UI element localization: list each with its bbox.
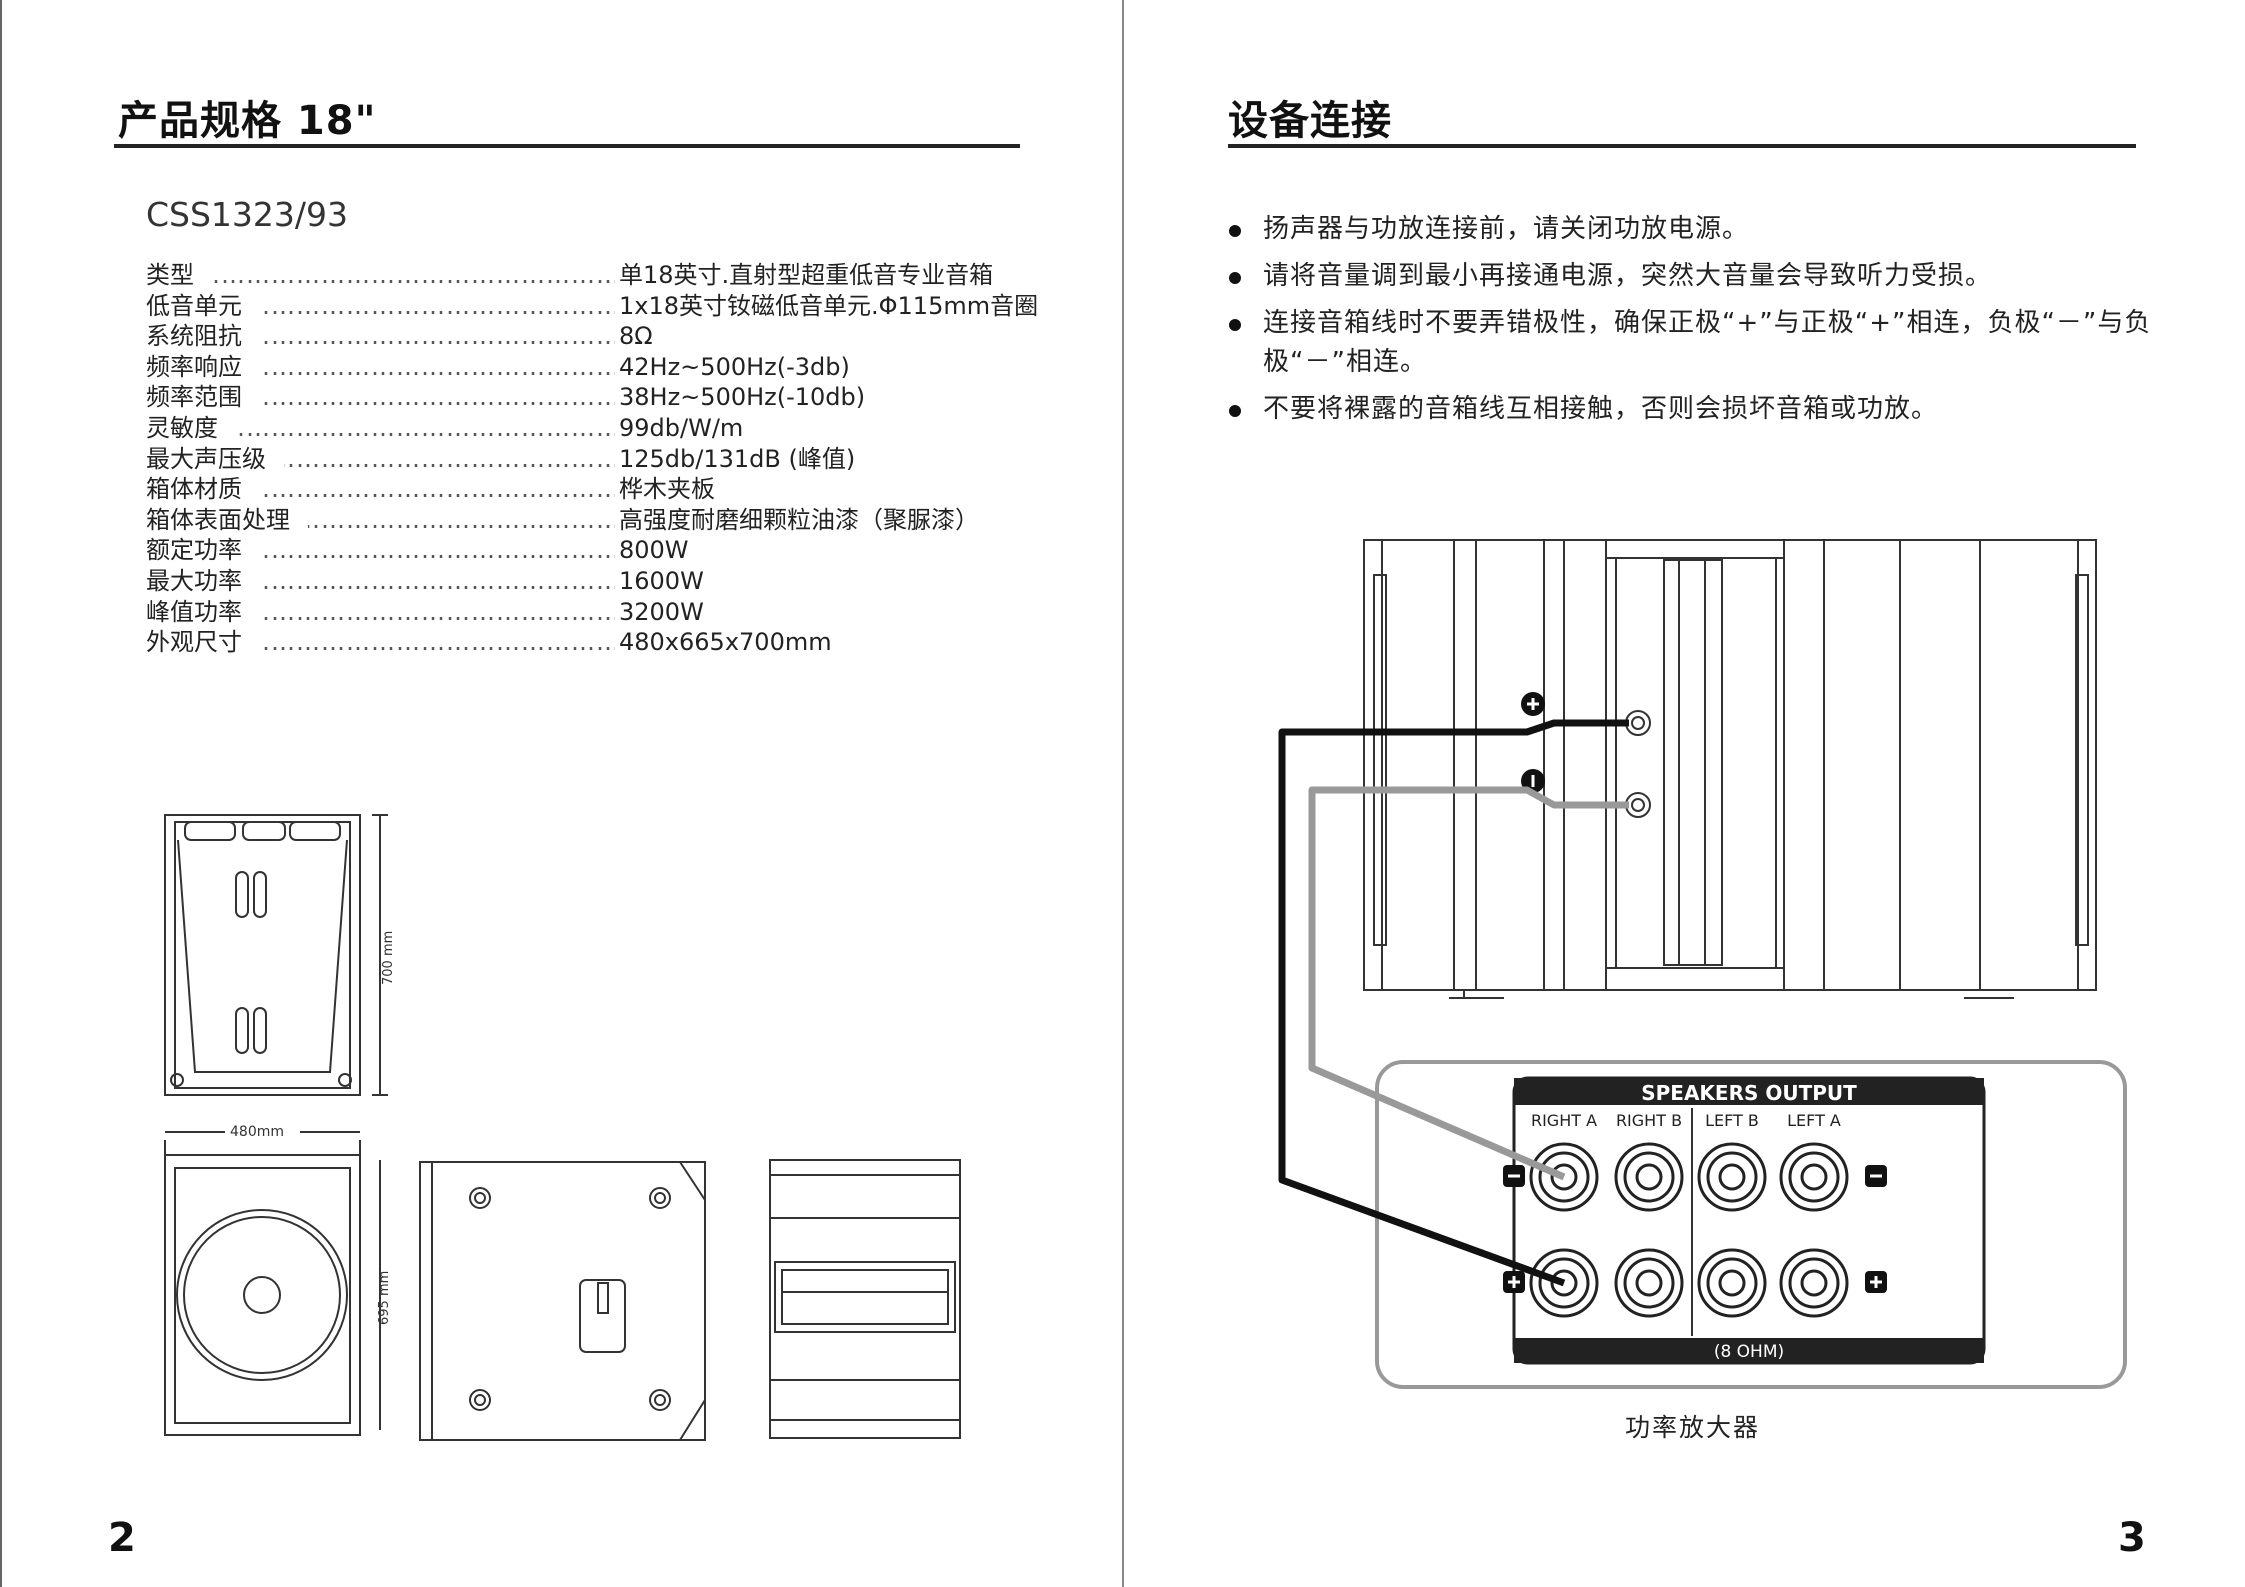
bullet-item: 不要将裸露的音箱线互相接触，否则会损坏音箱或功放。 (1225, 390, 2185, 429)
spec-label: 低音单元 (146, 290, 260, 322)
bullet-item: 请将音量调到最小再接通电源，突然大音量会导致听力受损。 (1225, 257, 2185, 296)
dimension-height-label: 700 mm (381, 931, 396, 985)
channel-label-right-a: RIGHT A (1531, 1111, 1597, 1130)
spec-value: 38Hz~500Hz(-10db) (615, 382, 866, 413)
front-view-drawing (164, 1131, 381, 1436)
spec-value: 1x18英寸钕磁低音单元.Φ115mm音圈 (615, 290, 1039, 322)
terminal-left-a-negative (1779, 1142, 1849, 1212)
connection-diagram: SPEAKERS OUTPUT (8 OHM) RIGHT A RIGHT B … (1278, 539, 2127, 1389)
spec-label: 类型 (146, 260, 212, 291)
spec-label: 系统阻抗 (146, 321, 260, 352)
dimension-width-label: 480mm (230, 1124, 284, 1140)
impedance-footer (1514, 1338, 1984, 1363)
amplifier-caption: 功率放大器 (1625, 1413, 1761, 1442)
book-spine (1122, 0, 1124, 1587)
page-edge (0, 0, 2, 1587)
plus-icon (1865, 1271, 1887, 1293)
leader-dots: …………………………………………………………………………………………………………… (146, 261, 615, 289)
spec-row: …………………………………………………………………………………………………………… (146, 596, 1046, 628)
bullet-dot (1229, 405, 1241, 417)
positive-cable (1278, 719, 1629, 1287)
amplifier-frame (1375, 1060, 2127, 1389)
terminal-left-a-positive (1779, 1248, 1849, 1318)
spec-row: …………………………………………………………………………………………………………… (146, 382, 1046, 413)
side-view-drawing (419, 1161, 706, 1441)
top-view-drawing (164, 814, 388, 1096)
spec-row: …………………………………………………………………………………………………………… (146, 565, 1046, 597)
spec-label: 额定功率 (146, 535, 260, 566)
spec-label: 灵敏度 (146, 412, 236, 444)
bullet-dot (1229, 319, 1241, 331)
speakers-output-header (1514, 1078, 1984, 1105)
speakers-output-title: SPEAKERS OUTPUT (1641, 1081, 1857, 1105)
minus-icon (1503, 1165, 1525, 1187)
spec-row: …………………………………………………………………………………………………………… (146, 321, 1046, 352)
bullet-dot (1229, 272, 1241, 284)
spec-label: 频率响应 (146, 351, 260, 383)
spec-value: 99db/W/m (615, 412, 744, 444)
spec-row: …………………………………………………………………………………………………………… (146, 290, 1046, 322)
terminal-right-b-positive (1614, 1248, 1684, 1318)
terminal-right-a-positive (1529, 1248, 1599, 1318)
bullet-item: 扬声器与功放连接前，请关闭功放电源。 (1225, 210, 2185, 249)
page-number-right: 3 (2118, 1515, 2146, 1561)
minus-icon (1865, 1165, 1887, 1187)
spec-value: 单18英寸.直射型超重低音专业音箱 (615, 260, 994, 291)
spec-value: 480x665x700mm (615, 627, 832, 658)
connection-page-title: 设备连接 (1228, 98, 1392, 144)
technical-drawings: 700 mm 480mm 695 mm (164, 814, 961, 1441)
spec-table: …………………………………………………………………………………………………………… (146, 260, 1046, 658)
plus-icon (1503, 1271, 1525, 1293)
terminal-left-b-positive (1697, 1248, 1767, 1318)
speaker-rear-panel (1363, 539, 2097, 999)
spec-row: …………………………………………………………………………………………………………… (146, 535, 1046, 566)
channel-label-left-b: LEFT B (1705, 1111, 1759, 1130)
spec-row: …………………………………………………………………………………………………………… (146, 260, 1046, 291)
back-view-drawing (769, 1159, 961, 1439)
output-terminals (1529, 1142, 1849, 1318)
spec-title-rule (114, 144, 1020, 148)
model-number: CSS1323/93 (146, 195, 349, 234)
spec-row: …………………………………………………………………………………………………………… (146, 351, 1046, 383)
spec-row: …………………………………………………………………………………………………………… (146, 504, 1046, 536)
spec-value: 3200W (615, 596, 704, 628)
page-number-left: 2 (108, 1515, 136, 1561)
channel-label-right-b: RIGHT B (1616, 1111, 1682, 1130)
connection-title-rule (1228, 144, 2136, 148)
impedance-label: (8 OHM) (1714, 1342, 1784, 1362)
connection-notes: 扬声器与功放连接前，请关闭功放电源。 请将音量调到最小再接通电源，突然大音量会导… (1225, 210, 2185, 437)
spec-value: 1600W (615, 565, 704, 597)
bullet-item: 连接音箱线时不要弄错极性，确保正极“+”与正极“+”相连，负极“－”与负极“－”… (1225, 304, 2185, 382)
spec-value: 桦木夹板 (615, 474, 715, 505)
spec-value: 125db/131dB (峰值) (615, 443, 856, 475)
bullet-dot (1229, 225, 1241, 237)
terminal-left-b-negative (1697, 1142, 1767, 1212)
spec-row: …………………………………………………………………………………………………………… (146, 412, 1046, 444)
terminal-right-b-negative (1614, 1142, 1684, 1212)
spec-label: 最大声压级 (146, 443, 284, 475)
channel-label-left-a: LEFT A (1787, 1111, 1841, 1130)
dimension-depth-label: 695 mm (377, 1271, 392, 1325)
spec-row: …………………………………………………………………………………………………………… (146, 474, 1046, 505)
plus-circle-icon (1521, 692, 1545, 716)
spec-label: 频率范围 (146, 382, 260, 413)
spec-value: 800W (615, 535, 689, 566)
spec-row: …………………………………………………………………………………………………………… (146, 443, 1046, 475)
spec-label: 箱体材质 (146, 474, 260, 505)
spec-label: 最大功率 (146, 565, 260, 597)
negative-cable (1308, 786, 1629, 1181)
spec-row: …………………………………………………………………………………………………………… (146, 627, 1046, 658)
spec-value: 8Ω (615, 321, 653, 352)
spec-value: 42Hz~500Hz(-3db) (615, 351, 850, 383)
terminal-right-a-negative (1529, 1142, 1599, 1212)
spec-value: 高强度耐磨细颗粒油漆（聚脲漆） (615, 504, 979, 536)
spec-page-title: 产品规格 18" (118, 98, 377, 144)
spec-label: 外观尺寸 (146, 627, 260, 658)
spec-label: 箱体表面处理 (146, 504, 308, 536)
spec-label: 峰值功率 (146, 596, 260, 628)
